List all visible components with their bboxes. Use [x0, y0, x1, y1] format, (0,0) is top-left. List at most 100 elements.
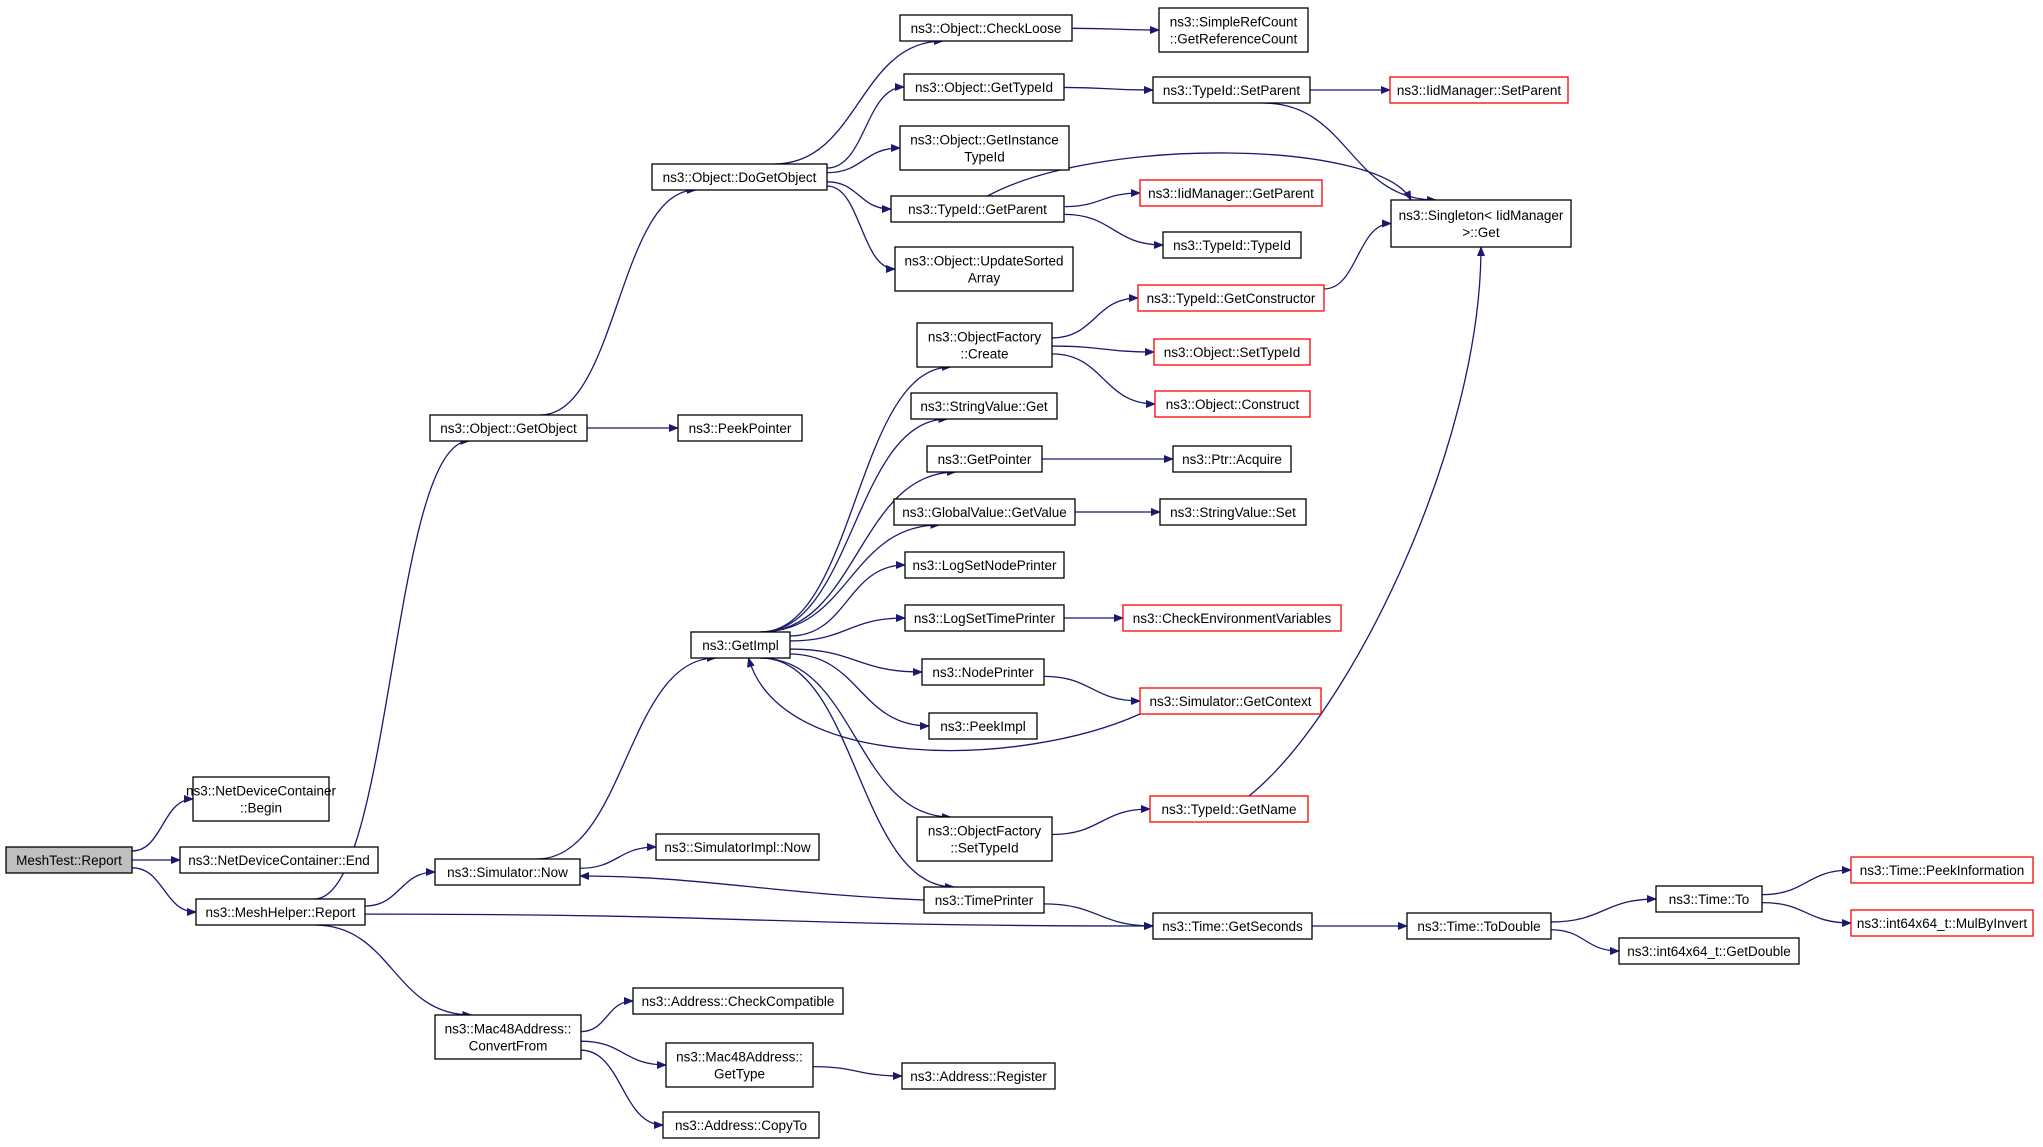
node-timeprinter[interactable]: ns3::TimePrinter — [923, 886, 1045, 914]
edge-of_create-to-obj_construct — [1051, 353, 1156, 408]
node-label: ns3::PeekImpl — [940, 719, 1026, 734]
node-mac48_convertfrom[interactable]: ns3::Mac48Address::ConvertFrom — [434, 1014, 582, 1060]
edge-typeid_getparent-to-typeid_typeid — [1063, 213, 1164, 249]
node-layer: MeshTest::Report ns3::NetDeviceContainer:… — [5, 7, 2034, 1139]
node-singleton_get[interactable]: ns3::Singleton< IidManager>::Get — [1390, 199, 1572, 248]
node-mh_report[interactable]: ns3::MeshHelper::Report — [195, 898, 366, 926]
node-addr_checkcompat[interactable]: ns3::Address::CheckCompatible — [632, 987, 844, 1015]
node-dogetobject[interactable]: ns3::Object::DoGetObject — [651, 163, 828, 191]
node-mac48_gettype[interactable]: ns3::Mac48Address::GetType — [665, 1042, 814, 1088]
node-obj_construct[interactable]: ns3::Object::Construct — [1154, 390, 1311, 418]
node-time_to[interactable]: ns3::Time::To — [1655, 885, 1763, 913]
node-simimpl_now[interactable]: ns3::SimulatorImpl::Now — [655, 833, 820, 861]
node-label: ns3::ObjectFactory — [928, 824, 1042, 839]
node-label: ns3::GetImpl — [702, 638, 779, 653]
node-label: ns3::IidManager::SetParent — [1397, 83, 1562, 98]
node-label: ns3::CheckEnvironmentVariables — [1133, 611, 1332, 626]
node-stringvalue_get[interactable]: ns3::StringValue::Get — [910, 392, 1058, 420]
edge-nodeprinter-to-getcontext — [1043, 675, 1141, 705]
edge-getimpl-to-logsettimeprinter — [789, 614, 906, 642]
node-box — [690, 631, 791, 659]
node-sim_now[interactable]: ns3::Simulator::Now — [434, 858, 581, 886]
node-box — [903, 73, 1065, 101]
edge-time_to-to-peekinfo — [1761, 866, 1852, 896]
node-obj_gettypeid[interactable]: ns3::Object::GetTypeId — [903, 73, 1065, 101]
node-label: ns3::IidManager::GetParent — [1148, 186, 1314, 201]
node-typeid_getname[interactable]: ns3::TypeId::GetName — [1149, 795, 1309, 823]
node-label: ns3::NetDeviceContainer — [186, 784, 337, 799]
node-peekinfo[interactable]: ns3::Time::PeekInformation — [1850, 856, 2034, 884]
node-peekimpl[interactable]: ns3::PeekImpl — [928, 712, 1038, 740]
node-checkloose[interactable]: ns3::Object::CheckLoose — [899, 14, 1073, 42]
node-checkenv[interactable]: ns3::CheckEnvironmentVariables — [1122, 604, 1342, 632]
node-getcontext[interactable]: ns3::Simulator::GetContext — [1139, 687, 1322, 715]
node-label: ns3::Ptr::Acquire — [1182, 452, 1282, 467]
edge-getimpl-to-of_settypeid — [760, 657, 952, 821]
node-label: ns3::NodePrinter — [932, 665, 1034, 680]
node-box — [901, 1062, 1056, 1090]
edge-getcontext-to-getimpl — [747, 657, 1141, 752]
node-gv_getvalue[interactable]: ns3::GlobalValue::GetValue — [893, 498, 1076, 526]
node-label: ns3::Object::SetTypeId — [1164, 345, 1301, 360]
node-peekptr[interactable]: ns3::PeekPointer — [677, 414, 803, 442]
node-report[interactable]: MeshTest::Report — [5, 846, 133, 874]
node-ptr_acquire[interactable]: ns3::Ptr::Acquire — [1172, 445, 1292, 473]
node-typeid_getparent[interactable]: ns3::TypeId::GetParent — [890, 195, 1065, 223]
node-todouble[interactable]: ns3::Time::ToDouble — [1406, 912, 1552, 940]
node-getseconds[interactable]: ns3::Time::GetSeconds — [1152, 912, 1313, 940]
node-getimpl[interactable]: ns3::GetImpl — [690, 631, 791, 659]
node-label: ::Create — [960, 347, 1008, 362]
node-obj_settypeid[interactable]: ns3::Object::SetTypeId — [1153, 338, 1311, 366]
node-box — [921, 658, 1045, 686]
edge-of_create-to-getconstructor — [1051, 294, 1139, 339]
node-addr_copyto[interactable]: ns3::Address::CopyTo — [662, 1111, 820, 1139]
node-iid_setparent[interactable]: ns3::IidManager::SetParent — [1389, 76, 1569, 104]
node-label: ns3::ObjectFactory — [928, 330, 1042, 345]
node-box — [195, 898, 366, 926]
node-label: ns3::Address::CopyTo — [675, 1118, 807, 1133]
node-label: ::Begin — [240, 801, 282, 816]
node-label: ns3::Object::DoGetObject — [663, 170, 817, 185]
node-typeid_typeid[interactable]: ns3::TypeId::TypeId — [1162, 231, 1302, 259]
node-getpointer[interactable]: ns3::GetPointer — [926, 445, 1043, 473]
node-label: ns3::NetDeviceContainer::End — [188, 853, 370, 868]
node-mulbyinvert[interactable]: ns3::int64x64_t::MulByInvert — [1850, 909, 2034, 937]
node-addr_register[interactable]: ns3::Address::Register — [901, 1062, 1056, 1090]
node-label: ns3::TypeId::GetParent — [908, 202, 1047, 217]
node-getconstructor[interactable]: ns3::TypeId::GetConstructor — [1137, 284, 1325, 312]
edge-mh_report-to-mac48_convertfrom — [314, 924, 473, 1019]
edge-dogetobject-to-obj_gettypeid — [826, 83, 905, 169]
node-simplerefcount[interactable]: ns3::SimpleRefCount::GetReferenceCount — [1158, 7, 1309, 53]
node-ndc_end[interactable]: ns3::NetDeviceContainer::End — [179, 846, 379, 874]
node-box — [899, 14, 1073, 42]
edge-mh_report-to-getobject — [314, 437, 471, 900]
node-stringvalue_set[interactable]: ns3::StringValue::Set — [1159, 498, 1307, 526]
node-label: ns3::TypeId::GetName — [1161, 802, 1296, 817]
node-label: ns3::StringValue::Set — [1170, 505, 1296, 520]
edge-getconstructor-to-singleton_get — [1323, 219, 1392, 290]
node-logsetnodeprinter[interactable]: ns3::LogSetNodePrinter — [904, 551, 1065, 579]
node-label: ns3::Address::Register — [910, 1069, 1047, 1084]
node-of_settypeid[interactable]: ns3::ObjectFactory::SetTypeId — [916, 816, 1053, 862]
edge-timeprinter-to-getseconds — [1043, 903, 1154, 930]
node-label: GetType — [714, 1067, 765, 1082]
edge-of_settypeid-to-typeid_getname — [1051, 805, 1151, 836]
node-getobject[interactable]: ns3::Object::GetObject — [429, 414, 588, 442]
node-box — [1153, 338, 1311, 366]
node-nodeprinter[interactable]: ns3::NodePrinter — [921, 658, 1045, 686]
node-iid_getparent[interactable]: ns3::IidManager::GetParent — [1139, 179, 1323, 207]
node-label: >::Get — [1462, 225, 1499, 240]
node-box — [434, 1014, 582, 1060]
node-of_create[interactable]: ns3::ObjectFactory::Create — [916, 322, 1053, 368]
node-logsettimeprinter[interactable]: ns3::LogSetTimePrinter — [904, 604, 1065, 632]
node-box — [632, 987, 844, 1015]
node-label: ::GetReferenceCount — [1170, 32, 1298, 47]
node-typeid_setparent[interactable]: ns3::TypeId::SetParent — [1152, 76, 1311, 104]
node-label: ns3::Object::GetTypeId — [915, 80, 1053, 95]
node-getdouble[interactable]: ns3::int64x64_t::GetDouble — [1618, 937, 1800, 965]
node-ndc_begin[interactable]: ns3::NetDeviceContainer::Begin — [186, 776, 337, 822]
node-box — [651, 163, 828, 191]
node-label: MeshTest::Report — [16, 853, 122, 868]
